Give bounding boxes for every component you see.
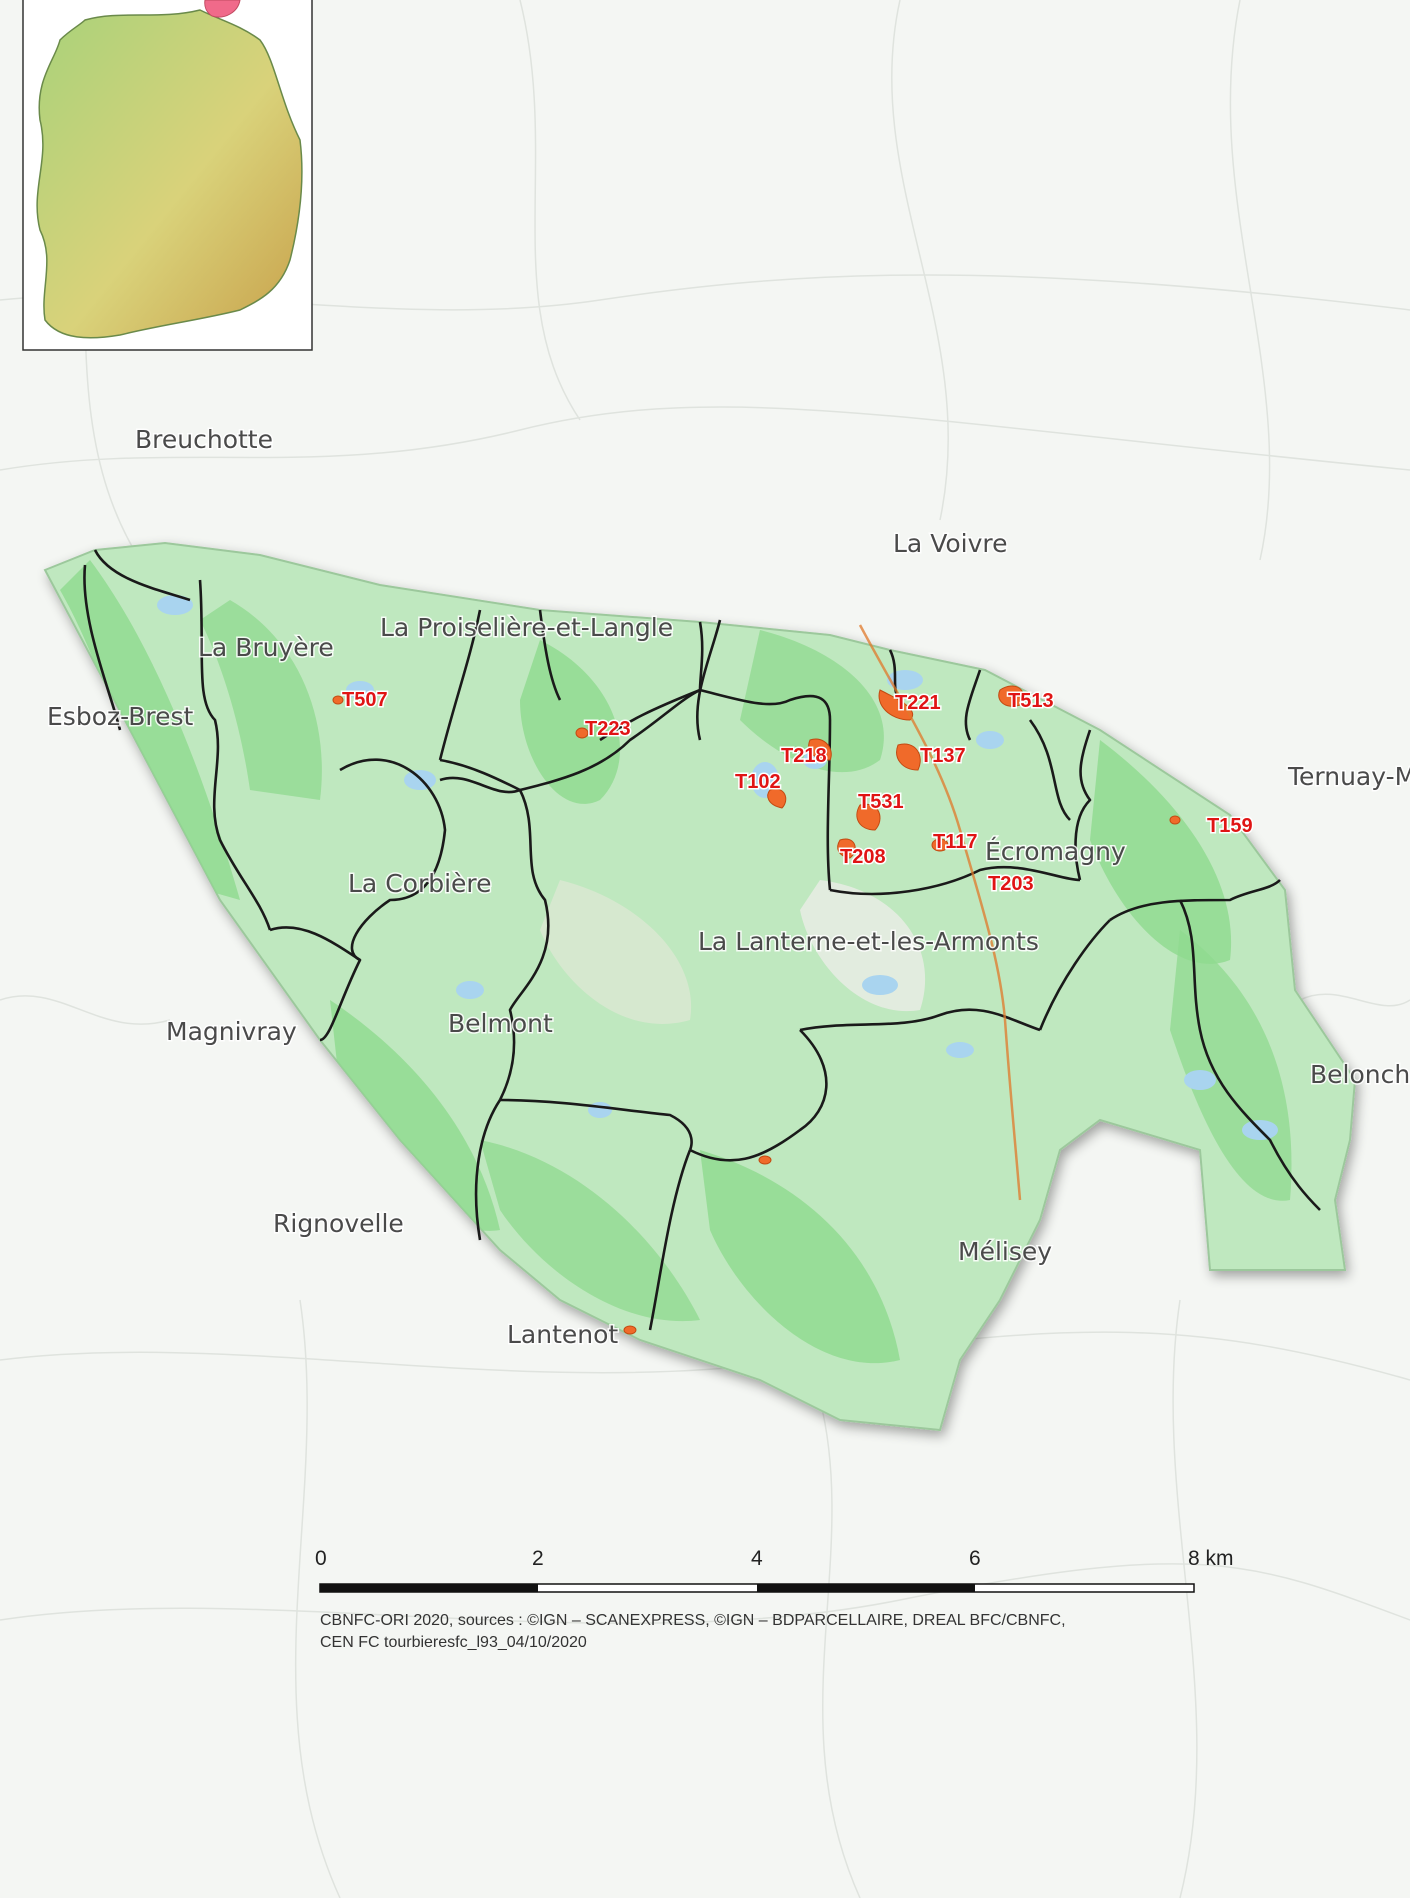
scale-tick-0: 0: [315, 1547, 327, 1570]
study-area: [43, 541, 1357, 1432]
scale-tick-4: 4: [751, 1547, 763, 1570]
credits-line-1: CBNFC-ORI 2020, sources : ©IGN – SCANEXP…: [320, 1612, 1066, 1629]
place-label-la-bruyere: La Bruyère: [198, 633, 334, 662]
place-label-esboz-brest: Esboz-Brest: [47, 702, 194, 731]
site-labels: T507 T223 T221 T513 T218 T137 T102 T531 …: [341, 688, 1255, 897]
site-label-t117: T117: [933, 831, 977, 853]
site-label-t507: T507: [342, 689, 388, 711]
inset-region-shape: [36, 9, 303, 339]
place-label-belmont: Belmont: [448, 1009, 553, 1038]
place-label-ternuay: Ternuay-M: [1287, 762, 1410, 791]
place-label-rignovelle: Rignovelle: [273, 1209, 404, 1238]
site-label-t159: T159: [1207, 815, 1253, 837]
site-label-t137: T137: [920, 745, 966, 767]
land-cover: [60, 560, 1292, 1364]
place-label-la-proiseliere: La Proiselière-et-Langle: [380, 613, 673, 642]
scale-tick-2: 2: [532, 1547, 544, 1570]
site-label-t102: T102: [735, 771, 781, 793]
scale-tick-8km: 8 km: [1188, 1547, 1234, 1570]
scale-tick-6: 6: [969, 1547, 981, 1570]
map-credits: CBNFC-ORI 2020, sources : ©IGN – SCANEXP…: [320, 1610, 1220, 1654]
site-label-t513: T513: [1008, 690, 1054, 712]
commune-boundaries: [83, 549, 1321, 1331]
place-label-breuchotte: Breuchotte: [135, 425, 273, 454]
place-label-melisey: Mélisey: [958, 1237, 1052, 1266]
main-road: [858, 624, 1022, 1201]
place-label-magnivray: Magnivray: [166, 1017, 297, 1046]
scale-bar: 0 2 4 6 8 km: [315, 1547, 1234, 1593]
place-label-belonchamp: Belonch: [1310, 1060, 1410, 1089]
inset-highlight: [204, 0, 241, 18]
place-label-la-corbiere: La Corbière: [348, 869, 492, 898]
inset-locator-map: [22, 0, 313, 351]
site-label-t203: T203: [988, 873, 1034, 895]
place-label-ecromagny: Écromagny: [985, 837, 1126, 866]
place-label-la-lanterne: La Lanterne-et-les-Armonts: [698, 927, 1039, 956]
place-label-lantenot: Lantenot: [507, 1320, 618, 1349]
place-labels: Breuchotte La Voivre La Proiselière-et-L…: [46, 424, 1410, 1351]
site-label-t221: T221: [895, 692, 941, 714]
site-label-t218: T218: [781, 745, 827, 767]
site-label-t531: T531: [858, 791, 904, 813]
peat-sites: [332, 685, 1181, 1335]
place-label-la-voivre: La Voivre: [893, 529, 1008, 558]
credits-line-2: CEN FC tourbieresfc_l93_04/10/2020: [320, 1634, 587, 1651]
site-label-t208: T208: [840, 846, 886, 868]
site-label-t223: T223: [585, 718, 631, 740]
